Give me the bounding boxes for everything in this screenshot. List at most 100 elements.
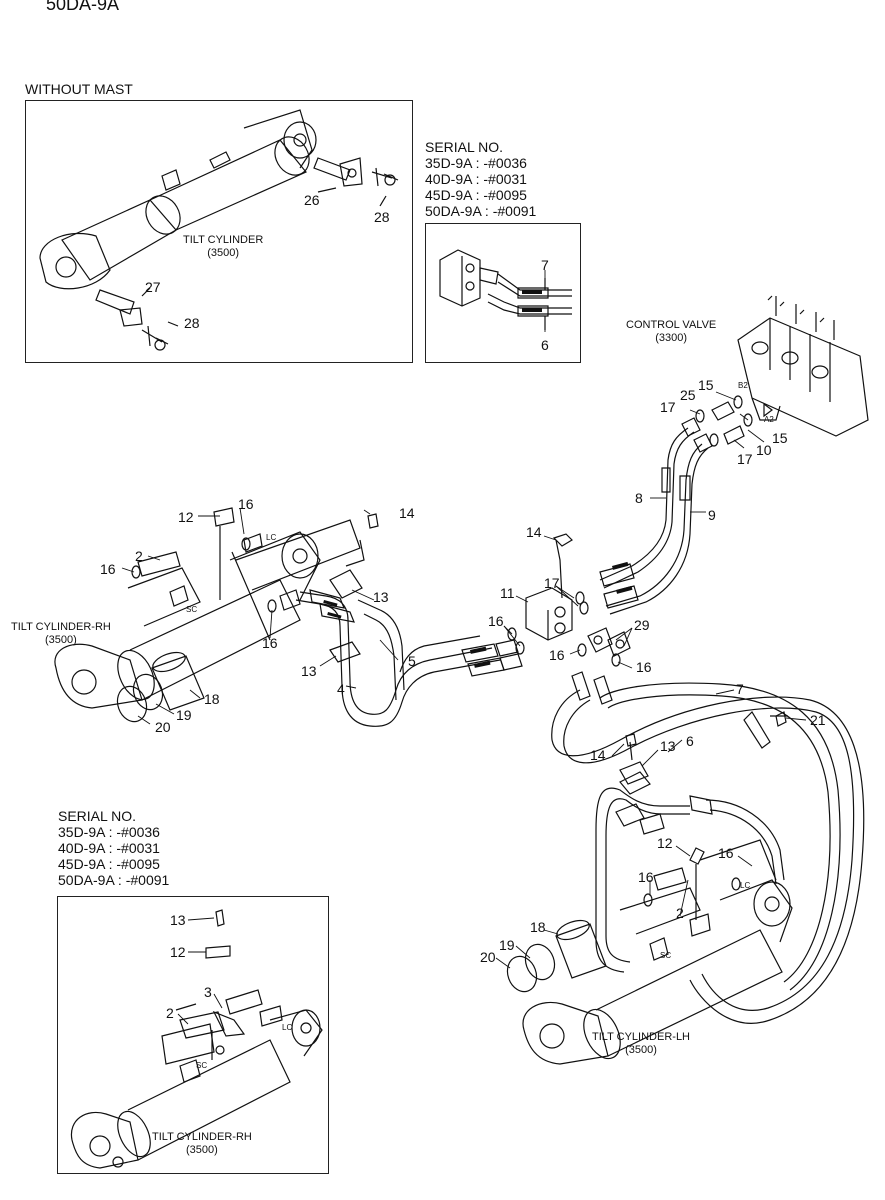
part-number: 17	[660, 399, 676, 415]
serial-bottom: SERIAL NO. 35D-9A : -#0036 40D-9A : -#00…	[58, 808, 169, 888]
part-number: 12	[178, 509, 194, 525]
tilt-cylinder-rh	[54, 507, 361, 709]
bolt-28-top	[371, 167, 399, 187]
hoses-8-9	[599, 417, 713, 615]
label-tilt-cylinder-rh: TILT CYLINDER-RH (3500)	[11, 621, 111, 646]
serial-top-box	[425, 223, 581, 363]
without-mast-heading: WITHOUT MAST	[25, 81, 133, 97]
label-inset-tilt-cylinder-rh: TILT CYLINDER-RH (3500)	[152, 1131, 252, 1156]
pin-27	[95, 289, 143, 327]
serial-top-line: 35D-9A : -#0036	[425, 155, 527, 171]
part-number: 14	[590, 747, 606, 763]
part-number: 8	[635, 490, 643, 506]
part-number: 6	[541, 337, 549, 353]
serial-bottom-line: 50DA-9A : -#0091	[58, 872, 170, 888]
part-number: 16	[100, 561, 116, 577]
part-number: 20	[155, 719, 171, 735]
leader-lines	[121, 270, 807, 1025]
part-number: 7	[541, 257, 549, 273]
part-number: 16	[636, 659, 652, 675]
part-number: 27	[145, 279, 161, 295]
part-number: 26	[304, 192, 320, 208]
bolt-28-bottom	[141, 325, 169, 351]
part-number: 5	[408, 653, 416, 669]
port-label-b2: B2	[738, 381, 748, 390]
bushing-rh	[116, 651, 205, 723]
part-number: 25	[680, 387, 696, 403]
lc-tag: LC	[266, 533, 276, 542]
serial-bottom-line: 35D-9A : -#0036	[58, 824, 160, 840]
serial-top-heading: SERIAL NO.	[425, 139, 504, 155]
part-number: 6	[686, 733, 694, 749]
part-number: 18	[530, 919, 546, 935]
sc-tag: SC	[196, 1061, 207, 1070]
tilt-cylinder-top	[39, 109, 317, 290]
part-number: 21	[810, 712, 826, 728]
part-number: 28	[374, 209, 390, 225]
serial-bottom-line: 45D-9A : -#0095	[58, 856, 160, 872]
part-number: 2	[135, 548, 143, 564]
part-number: 19	[176, 707, 192, 723]
part-number: 12	[657, 835, 673, 851]
serial-top-line: 45D-9A : -#0095	[425, 187, 527, 203]
part-number: 14	[399, 505, 415, 521]
hoses-lh-lower	[595, 771, 785, 973]
part-number: 15	[772, 430, 788, 446]
part-number: 13	[170, 912, 186, 928]
part-number: 16	[549, 647, 565, 663]
part-number: 19	[499, 937, 515, 953]
lc-tag: LC	[282, 1023, 292, 1032]
part-number: 16	[488, 613, 504, 629]
part-number: 16	[262, 635, 278, 651]
part-number: 13	[301, 663, 317, 679]
bushing-lh	[506, 919, 607, 993]
model-title: 50DA-9A	[46, 0, 120, 14]
part-number: 14	[526, 524, 542, 540]
part-number: 16	[238, 496, 254, 512]
serial-bottom-line: 40D-9A : -#0031	[58, 840, 160, 856]
hose-tags	[323, 290, 633, 668]
control-valve-fittings	[695, 395, 773, 447]
part-number: 16	[638, 869, 654, 885]
part-number: 17	[737, 451, 753, 467]
without-mast-box	[25, 100, 413, 363]
serial-top-line: 50DA-9A : -#0091	[425, 203, 537, 219]
control-valve	[737, 295, 869, 437]
leader-lines-top	[141, 187, 387, 327]
sc-tag: SC	[660, 951, 671, 960]
serial-top: SERIAL NO. 35D-9A : -#0036 40D-9A : -#00…	[425, 139, 536, 219]
serial-bottom-box	[57, 896, 329, 1174]
part-number: 3	[204, 984, 212, 1000]
lc-tag: LC	[740, 881, 750, 890]
part-number: 2	[166, 1005, 174, 1021]
clamp-13-lh	[619, 711, 787, 785]
inset-hose-bracket	[439, 249, 572, 330]
part-number: 2	[676, 905, 684, 921]
part-number: 15	[698, 377, 714, 393]
part-number: 10	[756, 442, 772, 458]
part-number: 28	[184, 315, 200, 331]
part-number: 13	[660, 738, 676, 754]
fittings-29	[577, 627, 631, 667]
part-number: 4	[337, 681, 345, 697]
part-number: 11	[500, 585, 515, 601]
part-number: 12	[170, 944, 186, 960]
part-number: 13	[373, 589, 389, 605]
sc-tag: SC	[186, 605, 197, 614]
hoses-6-7	[551, 671, 865, 1024]
part-number: 16	[718, 845, 734, 861]
label-control-valve: CONTROL VALVE (3300)	[626, 319, 717, 344]
inset-tilt-cylinder-rh	[70, 909, 323, 1169]
pin-26	[313, 157, 363, 187]
serial-bottom-heading: SERIAL NO.	[58, 808, 137, 824]
center-block-11	[525, 533, 589, 641]
part-number: 20	[480, 949, 496, 965]
part-number: 18	[204, 691, 220, 707]
part-number: 17	[544, 575, 560, 591]
label-tilt-cylinder-top: TILT CYLINDER (3500)	[183, 234, 264, 259]
port-label-a2: A2	[764, 415, 774, 424]
part-number: 29	[634, 617, 650, 633]
serial-top-line: 40D-9A : -#0031	[425, 171, 527, 187]
part-number: 9	[708, 507, 716, 523]
